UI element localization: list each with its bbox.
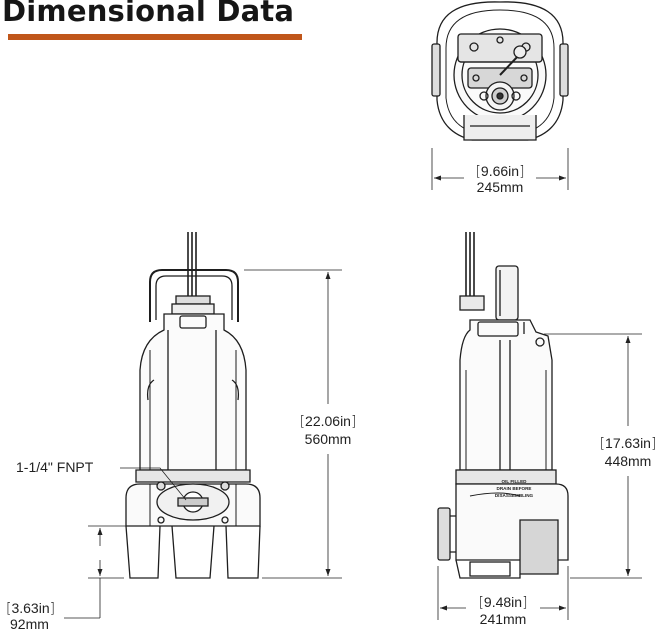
page-title: Dimensional Data (2, 0, 295, 28)
discharge-height-imperial: 3.63in (11, 600, 49, 616)
front-height-metric: 560mm (305, 431, 352, 447)
top-width-dimension (431, 148, 569, 190)
side-label-line3: DISASSEMBLING (495, 493, 534, 498)
svg-text:[9.66in]: [9.66in] (475, 163, 524, 180)
side-label-line2: DRAIN BEFORE (497, 486, 532, 491)
side-height-imperial: 17.63in (605, 435, 651, 451)
svg-text:[3.63in]: [3.63in] (6, 600, 55, 617)
side-width-dimension (437, 566, 569, 620)
fnpt-leader-line (120, 467, 187, 501)
top-view (431, 1, 569, 141)
front-view (125, 232, 261, 579)
fnpt-callout-label: 1-1/4" FNPT (16, 459, 94, 475)
svg-text:[22.06in]: [22.06in] (300, 413, 357, 430)
discharge-height-metric: 92mm (10, 616, 49, 632)
svg-text:[9.48in]: [9.48in] (478, 594, 527, 611)
svg-text:[17.63in]: [17.63in] (600, 435, 657, 452)
title-underline (8, 34, 302, 40)
front-height-dimension (244, 269, 342, 579)
front-height-imperial: 22.06in (305, 413, 351, 429)
top-width-imperial: 9.66in (481, 163, 519, 179)
side-width-metric: 241mm (480, 611, 527, 627)
discharge-height-dimension (64, 525, 160, 619)
side-view (437, 232, 569, 579)
side-height-metric: 448mm (605, 453, 652, 469)
side-height-dimension (544, 333, 642, 579)
side-width-imperial: 9.48in (484, 594, 522, 610)
side-label-line1: OIL FILLED (502, 479, 528, 484)
top-width-metric: 245mm (477, 179, 524, 195)
